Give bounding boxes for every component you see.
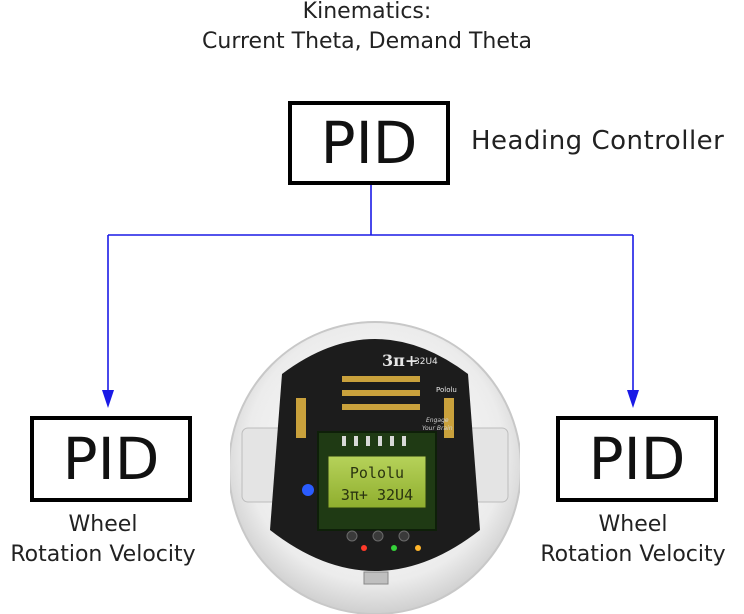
kinematics-inputs: Current Theta, Demand Theta [202,29,532,54]
arrowhead-left [102,390,114,408]
green-led [391,545,397,551]
board-slogan-line1: Engage [426,417,449,424]
left-wheel-caption: Wheel Rotation Velocity [0,510,210,570]
right-wheel-caption-line2: Rotation Velocity [540,542,726,567]
board-slogan-line2: Your Brain [422,425,453,432]
yellow-led [415,545,421,551]
board-brand-text: Pololu [436,386,457,394]
blue-led [302,484,314,496]
heading-pid-box: PID [288,101,450,185]
kinematics-caption: Kinematics: Current Theta, Demand Theta [0,0,734,57]
lcd-screen [327,455,427,509]
lcd-line1: Pololu [350,464,404,482]
left-wheel-caption-line2: Rotation Velocity [10,542,196,567]
board-model-text: 32U4 [414,357,438,367]
arrowhead-right [627,390,639,408]
heading-controller-label: Heading Controller [471,126,725,156]
left-wheel-pid-label: PID [62,425,160,493]
right-wheel-pid-label: PID [588,425,686,493]
usb-port [363,571,389,585]
robot-image: 3π+ 32U4 Pololu Engage Your Brain Pololu… [230,321,520,614]
right-wheel-pid-box: PID [556,416,718,502]
left-wheel-caption-line1: Wheel [68,512,138,537]
board-logo-text: 3π+ [382,351,418,370]
red-led [361,545,367,551]
right-wheel-caption-line1: Wheel [598,512,668,537]
lcd-line2: 3π+ 32U4 [341,486,413,504]
left-wheel-pid-box: PID [30,416,192,502]
heading-pid-label: PID [320,109,418,177]
kinematics-title: Kinematics: [302,0,432,24]
right-wheel-caption: Wheel Rotation Velocity [526,510,740,570]
